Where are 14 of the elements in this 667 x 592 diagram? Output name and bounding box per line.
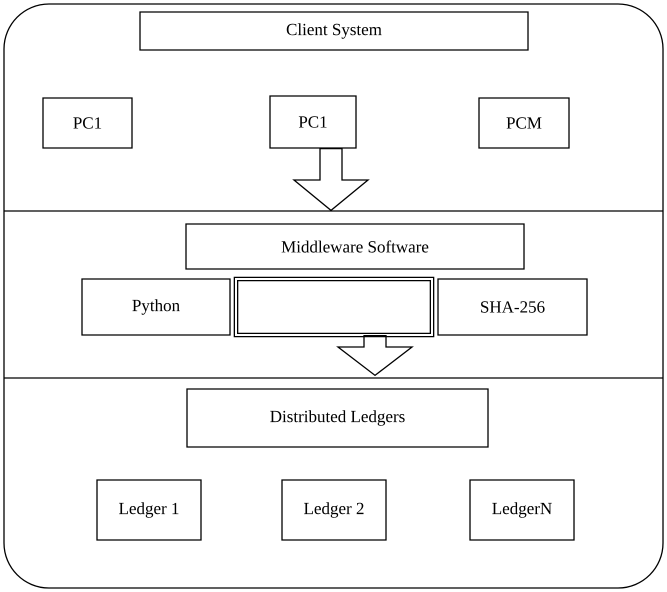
empty-box [234,276,434,338]
box: Distributed Ledgers [186,388,489,448]
box: Python [81,278,231,336]
box: SHA-256 [437,278,588,336]
box: Ledger 2 [281,479,387,541]
box: Ledger 1 [96,479,202,541]
box: Client System [139,11,529,51]
box: LedgerN [469,479,575,541]
box: Middleware Software [185,223,525,270]
box: PCM [478,97,570,149]
box: PC1 [269,95,357,149]
box: PC1 [42,97,133,149]
block-arrow [336,335,414,376]
block-arrow [292,148,370,212]
